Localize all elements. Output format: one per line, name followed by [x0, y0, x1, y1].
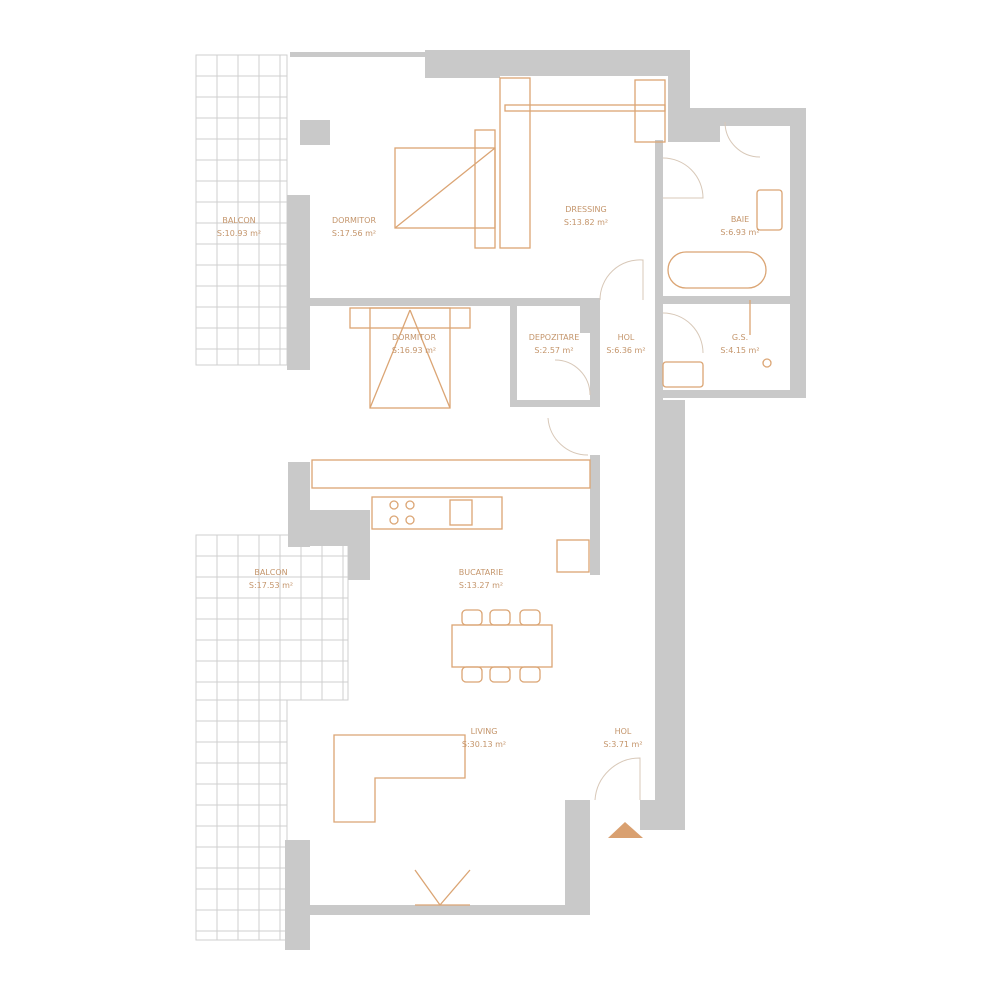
room-area: S:17.56 m²: [332, 229, 376, 238]
room-name: LIVING: [471, 727, 498, 736]
room-name: HOL: [618, 333, 635, 342]
room-name: DRESSING: [565, 205, 606, 214]
room-name: G.S.: [732, 333, 748, 342]
room-area: S:17.53 m²: [249, 581, 293, 590]
room-area: S:4.15 m²: [720, 346, 759, 355]
room-name: BUCATARIE: [459, 568, 504, 577]
wardrobe: [499, 77, 531, 249]
room-area: S:3.71 m²: [603, 740, 642, 749]
entrance-arrow-icon: [608, 822, 643, 838]
room-area: S:6.36 m²: [606, 346, 645, 355]
room-area: S:16.93 m²: [392, 346, 436, 355]
bathroom-sink: [756, 189, 783, 231]
room-labels: BALCON S:10.93 m² DORMITOR S:17.56 m² DR…: [217, 205, 760, 749]
room-name: DORMITOR: [392, 333, 436, 342]
dining-table: [451, 624, 553, 668]
balcony-bottom-grid: [195, 534, 349, 941]
room-area: S:6.93 m²: [720, 228, 759, 237]
sofa: [333, 734, 466, 823]
closet: [311, 459, 591, 489]
room-area: S:13.27 m²: [459, 581, 503, 590]
bathtub: [667, 251, 767, 289]
room-name: DEPOZITARE: [529, 333, 580, 342]
room-area: S:13.82 m²: [564, 218, 608, 227]
room-name: BALCON: [254, 568, 287, 577]
room-area: S:10.93 m²: [217, 229, 261, 238]
toilet: [762, 358, 772, 368]
room-name: BALCON: [222, 216, 255, 225]
walls: [285, 50, 806, 950]
room-area: S:2.57 m²: [534, 346, 573, 355]
room-name: DORMITOR: [332, 216, 376, 225]
wc-sink: [662, 361, 704, 388]
room-name: BAIE: [731, 215, 749, 224]
furniture: [311, 77, 783, 907]
room-area: S:30.13 m²: [462, 740, 506, 749]
room-name: HOL: [615, 727, 632, 736]
kitchen-counter: [371, 496, 503, 530]
doors: [547, 121, 761, 801]
balcony-top-grid: [195, 54, 288, 366]
